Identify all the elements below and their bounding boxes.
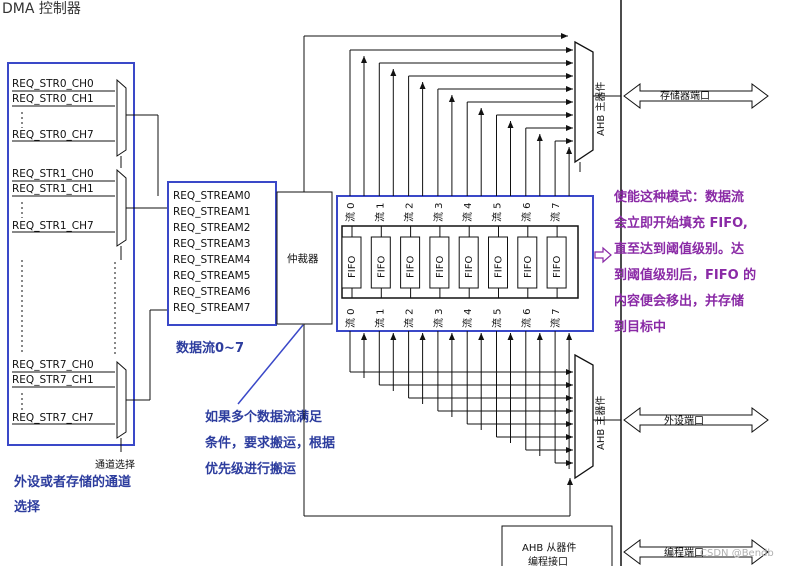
- stream-column-4: FIFO 流 4 流 4: [458, 99, 573, 430]
- ahb-master-lower-label: AHB 主器件: [595, 396, 607, 450]
- fifo-label-1: FIFO: [376, 256, 387, 278]
- programming-port: 编程端口: [623, 539, 769, 565]
- memory-port-label: 存储器端口: [660, 89, 710, 102]
- fifo-label-3: FIFO: [435, 256, 446, 278]
- req-stream-1: REQ_STREAM1: [173, 206, 250, 218]
- req-stream-3: REQ_STREAM3: [173, 238, 250, 250]
- stream-column-6: FIFO 流 6 流 6: [517, 125, 573, 456]
- req-str0-ch0: REQ_STR0_CH0: [12, 78, 94, 90]
- stream-label-top-4: 流 4: [461, 202, 474, 222]
- ahb-slave-box: [501, 525, 613, 566]
- fifo-label-4: FIFO: [464, 256, 475, 278]
- channel-select-box: [7, 62, 135, 446]
- stream-column-2: FIFO 流 2 流 2: [400, 73, 573, 404]
- stream-label-bottom-6: 流 6: [520, 308, 533, 328]
- arbiter-label: 仲裁器: [287, 252, 319, 265]
- stream-label-top-6: 流 6: [520, 202, 533, 222]
- stream-column-3: FIFO 流 3 流 3: [429, 86, 573, 417]
- group-7-inputs: REQ_STR7_CH0 REQ_STR7_CH1 REQ_STR7_CH7: [12, 309, 168, 452]
- req-stream-list: REQ_STREAM0 REQ_STREAM1 REQ_STREAM2 REQ_…: [173, 190, 251, 314]
- fifo-label-0: FIFO: [347, 256, 358, 278]
- req-str0-ch7: REQ_STR0_CH7: [12, 129, 94, 141]
- stream-label-top-5: 流 5: [491, 202, 504, 222]
- req-stream-7: REQ_STREAM7: [173, 302, 250, 314]
- req-stream-box: [167, 181, 277, 326]
- diagram-title: DMA 控制器: [2, 1, 81, 17]
- fifo-note-line1: 使能这种模式：数据流: [613, 189, 744, 205]
- stream-label-bottom-7: 流 7: [549, 308, 562, 328]
- arbiter-note-line3: 优先级进行搬运: [205, 461, 296, 477]
- req-stream-5: REQ_STREAM5: [173, 270, 250, 282]
- stream-label-top-1: 流 1: [373, 202, 386, 222]
- req-stream-0: REQ_STREAM0: [173, 190, 250, 202]
- req-str7-ch7: REQ_STR7_CH7: [12, 412, 94, 424]
- stream-column-5: FIFO 流 5 流 5: [488, 112, 573, 443]
- group-0-inputs: REQ_STR0_CH0 REQ_STR0_CH1 REQ_STR0_CH7: [12, 78, 159, 196]
- mux-0: [116, 78, 127, 157]
- group-1-inputs: REQ_STR1_CH0 REQ_STR1_CH1 REQ_STR1_CH7: [12, 168, 168, 260]
- ahb-master-upper-label: AHB 主器件: [595, 82, 607, 136]
- streams-note: 数据流0~7: [176, 340, 244, 356]
- fifo-note-line5: 内容便会移出，并存储: [614, 293, 744, 309]
- ahb-master-upper: [574, 40, 594, 164]
- req-str7-ch1: REQ_STR7_CH1: [12, 374, 94, 386]
- stream-label-top-0: 流 0: [344, 202, 357, 222]
- stream-label-top-7: 流 7: [549, 202, 562, 222]
- watermark: CSDN @Bendb: [700, 548, 774, 559]
- req-str1-ch7: REQ_STR1_CH7: [12, 220, 94, 232]
- stream-label-top-2: 流 2: [403, 202, 416, 222]
- mux-1: [116, 168, 127, 247]
- stream-columns: FIFO 流 0 流 0 FIFO 流 1 流 1 FIFO 流 2 流 2 FIFO 流 3 流 3…: [341, 47, 573, 469]
- fifo-note-line3: 直至达到阈值级别。达: [614, 241, 744, 257]
- stream-label-bottom-2: 流 2: [403, 308, 416, 328]
- stream-column-1: FIFO 流 1 流 1: [370, 60, 573, 391]
- fifo-note-line4: 到阈值级别后，FIFO 的: [614, 267, 756, 283]
- arbiter-note-line1: 如果多个数据流满足: [205, 409, 323, 425]
- memory-port: 存储器端口: [623, 83, 769, 109]
- peripheral-port: 外设端口: [623, 407, 769, 433]
- ahb-master-lower: [574, 353, 594, 480]
- arbiter-note-pointer: [237, 324, 304, 405]
- stream-label-top-3: 流 3: [432, 202, 445, 222]
- left-note-line2: 选择: [14, 499, 41, 515]
- fifo-region-box: [336, 195, 594, 332]
- req-str1-ch1: REQ_STR1_CH1: [12, 183, 94, 195]
- stream-label-bottom-3: 流 3: [432, 308, 445, 328]
- fifo-note-arrow: [594, 246, 612, 264]
- req-str1-ch0: REQ_STR1_CH0: [12, 168, 94, 180]
- peripheral-port-label: 外设端口: [664, 414, 704, 427]
- stream-label-bottom-4: 流 4: [461, 308, 474, 328]
- stream-label-bottom-1: 流 1: [373, 308, 386, 328]
- stream-label-bottom-0: 流 0: [344, 308, 357, 328]
- fifo-label-2: FIFO: [406, 256, 417, 278]
- programming-port-label: 编程端口: [664, 546, 704, 559]
- req-str7-ch0: REQ_STR7_CH0: [12, 359, 94, 371]
- fifo-note-line6: 到目标中: [614, 319, 666, 335]
- fifo-label-7: FIFO: [552, 256, 563, 278]
- fifo-label-6: FIFO: [523, 256, 534, 278]
- arbiter-box: [276, 191, 333, 325]
- req-str0-ch1: REQ_STR0_CH1: [12, 93, 94, 105]
- mux-7: [116, 360, 127, 439]
- req-stream-6: REQ_STREAM6: [173, 286, 251, 298]
- stream-column-7: FIFO 流 7 流 7: [546, 138, 573, 469]
- left-note-line1: 外设或者存储的通道: [13, 474, 131, 490]
- stream-column-0: FIFO 流 0 流 0: [341, 47, 573, 378]
- fifo-note-line2: 会立即开始填充 FIFO,: [614, 215, 748, 231]
- req-stream-2: REQ_STREAM2: [173, 222, 250, 234]
- arbiter-note-line2: 条件，要求搬运，根据: [205, 435, 335, 451]
- channel-select-label: 通道选择: [95, 458, 135, 471]
- fifo-label-5: FIFO: [494, 256, 505, 278]
- req-stream-4: REQ_STREAM4: [173, 254, 251, 266]
- ahb-slave-label: AHB 从器件: [522, 542, 576, 554]
- stream-label-bottom-5: 流 5: [491, 308, 504, 328]
- programming-interface-label: 编程接口: [528, 555, 568, 566]
